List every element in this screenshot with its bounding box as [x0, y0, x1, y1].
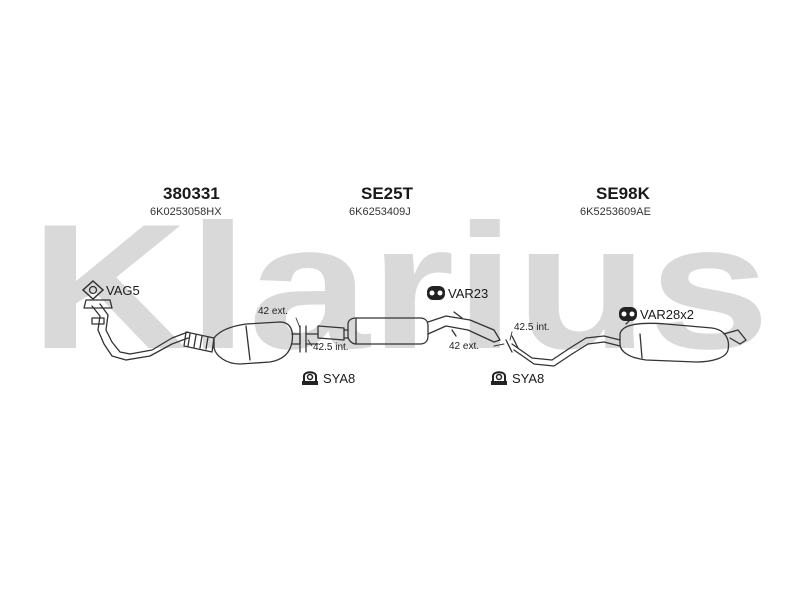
rubber-hanger-icon — [619, 307, 637, 321]
dimension-left-ext: 42 ext. — [258, 306, 289, 317]
svg-text:Klarius: Klarius — [30, 218, 770, 368]
accessory-label-vag5: VAG5 — [106, 283, 140, 298]
accessory-label-var28x2: VAR28x2 — [640, 307, 694, 322]
tail-pipe — [723, 329, 747, 345]
intermediate-pipe — [317, 325, 345, 341]
oem-number-front-pipe: 6K0253058HX — [150, 206, 222, 218]
front-downpipe — [91, 305, 189, 361]
clamp-icon — [302, 371, 318, 385]
part-code-rear-box: SE98K — [596, 184, 650, 203]
dimension-right-ext: 42 ext. — [449, 341, 480, 352]
flex-section — [183, 331, 215, 353]
dimension-left-int: 42.5 int. — [313, 342, 349, 353]
manifold-flange — [83, 299, 113, 309]
dimension-right-int: 42.5 int. — [514, 322, 550, 333]
rubber-hanger-icon — [427, 286, 445, 300]
centre-silencer — [347, 317, 429, 345]
part-code-front-pipe: 380331 — [163, 184, 220, 203]
accessory-label-sya8-right: SYA8 — [512, 371, 545, 386]
rear-silencer — [619, 322, 730, 363]
oem-number-rear-box: 6K5253609AE — [580, 206, 651, 218]
gasket-icon — [82, 280, 104, 300]
accessory-label-var23: VAR23 — [448, 286, 489, 301]
rear-pipe — [511, 335, 621, 361]
accessory-label-sya8-left: SYA8 — [323, 371, 356, 386]
part-code-centre-box: SE25T — [361, 184, 413, 203]
catalytic-converter — [213, 321, 294, 365]
klarius-watermark: Klarius — [30, 218, 770, 368]
clamp-icon — [491, 371, 507, 385]
oem-number-centre-box: 6K6253409J — [349, 206, 411, 218]
